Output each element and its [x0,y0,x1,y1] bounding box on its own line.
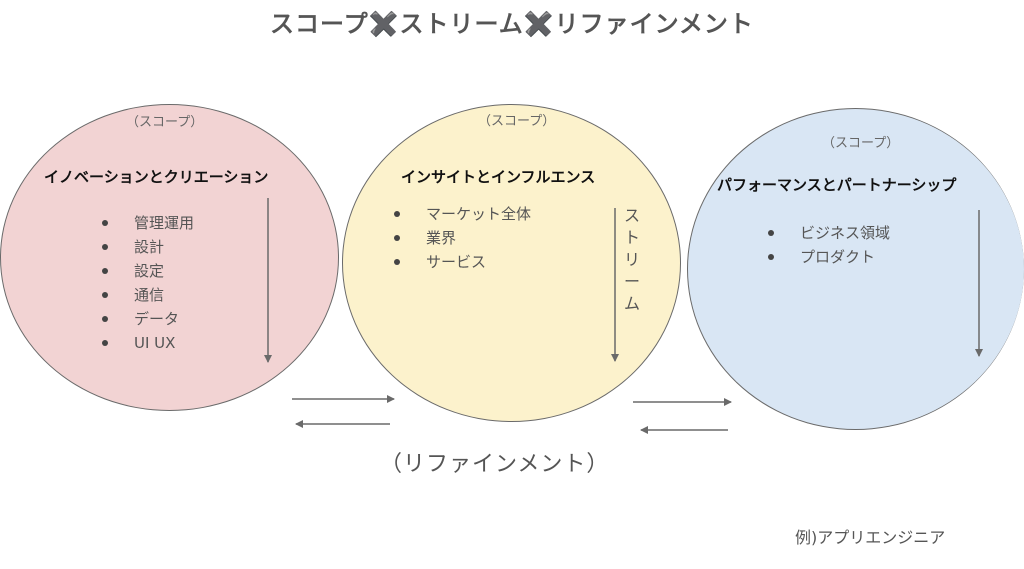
scope-circle-performance [687,108,1024,430]
scope-label-2: （スコープ） [478,114,556,129]
list-item: UI UX [102,331,194,355]
list-item: マーケット全体 [394,202,531,226]
bullet-icon [102,315,108,322]
example-label: 例)アプリエンジニア [795,528,946,547]
bullet-icon [102,267,108,274]
stream-label: ストリーム [623,206,640,313]
scope-label-1: （スコープ） [126,115,204,130]
bullet-icon [394,234,400,241]
group-title-performance: パフォーマンスとパートナーシップ [717,176,957,194]
bullet-icon [768,253,774,260]
item-list-innovation: 管理運用 設計 設定 通信 データ UI UX [102,211,194,355]
group-title-insight: インサイトとインフルエンス [401,168,596,186]
list-item: 通信 [102,283,194,307]
refinement-label: （リファインメント） [380,452,610,477]
list-item: 業界 [394,226,531,250]
list-item: 管理運用 [102,211,194,235]
diagram-title: スコープ✖️ストリーム✖️リファインメント [270,10,754,38]
bullet-icon [768,229,774,236]
group-title-innovation: イノベーションとクリエーション [44,168,269,186]
bullet-icon [102,339,108,346]
bullet-icon [102,243,108,250]
list-item: サービス [394,250,531,274]
scope-label-3: （スコープ） [822,136,900,151]
scope-circle-innovation [0,104,339,411]
list-item: ビジネス領域 [768,221,890,245]
bullet-icon [102,219,108,226]
list-item: データ [102,307,194,331]
bullet-icon [394,258,400,265]
list-item: プロダクト [768,245,890,269]
list-item: 設定 [102,259,194,283]
item-list-performance: ビジネス領域 プロダクト [768,221,890,269]
item-list-insight: マーケット全体 業界 サービス [394,202,531,274]
list-item: 設計 [102,235,194,259]
bullet-icon [102,291,108,298]
bullet-icon [394,210,400,217]
